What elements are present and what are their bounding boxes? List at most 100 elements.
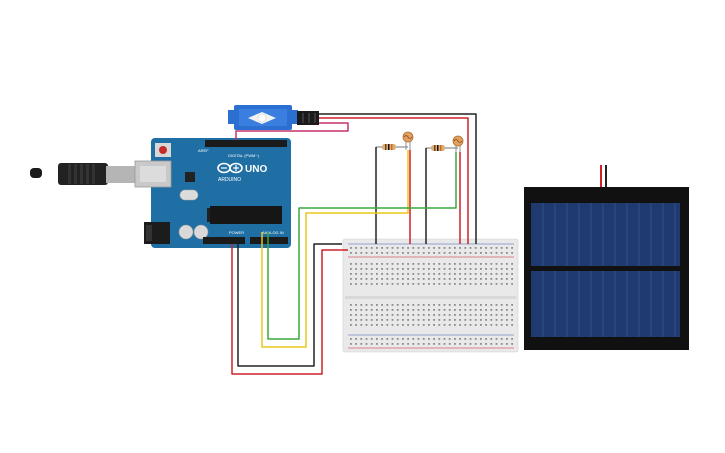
breadboard-hole xyxy=(422,304,425,306)
breadboard-hole xyxy=(454,324,456,326)
breadboard-hole xyxy=(459,252,461,254)
breadboard-hole xyxy=(428,319,430,321)
breadboard-hole xyxy=(448,304,451,306)
breadboard-hole xyxy=(459,278,461,280)
breadboard-hole xyxy=(396,309,399,311)
breadboard-hole xyxy=(402,319,404,321)
breadboard-hole xyxy=(386,319,389,321)
breadboard-hole xyxy=(370,309,373,311)
breadboard-hole xyxy=(464,304,467,306)
breadboard-hole xyxy=(495,252,498,254)
breadboard-hole xyxy=(407,343,409,345)
breadboard-hole xyxy=(417,263,420,265)
breadboard-hole xyxy=(495,304,498,306)
breadboard-hole xyxy=(443,252,446,254)
breadboard-hole xyxy=(396,319,399,321)
breadboard-hole xyxy=(464,283,467,285)
breadboard-hole xyxy=(355,278,357,280)
breadboard-hole xyxy=(438,309,441,311)
breadboard-hole xyxy=(360,319,363,321)
breadboard-hole xyxy=(480,283,482,285)
breadboard-hole xyxy=(459,324,461,326)
breadboard-hole xyxy=(464,263,467,265)
breadboard-hole xyxy=(511,263,513,265)
breadboard-hole xyxy=(511,283,513,285)
breadboard-hole xyxy=(396,278,399,280)
breadboard-hole xyxy=(443,314,446,316)
breadboard-hole xyxy=(443,278,446,280)
breadboard-hole xyxy=(485,263,487,265)
breadboard-hole xyxy=(506,263,508,265)
breadboard-hole xyxy=(365,283,368,285)
breadboard-hole xyxy=(490,304,493,306)
servo-motor xyxy=(228,105,298,130)
breadboard-hole xyxy=(407,283,409,285)
breadboard-hole xyxy=(490,309,493,311)
wire-ldr2-analog xyxy=(267,152,457,340)
breadboard-hole xyxy=(469,278,472,280)
breadboard-hole xyxy=(360,283,363,285)
breadboard-hole xyxy=(391,343,394,345)
breadboard-hole xyxy=(438,263,441,265)
breadboard-hole xyxy=(485,338,487,340)
breadboard-hole xyxy=(365,343,368,345)
breadboard-hole xyxy=(428,343,430,345)
breadboard-hole xyxy=(386,252,389,254)
breadboard-hole xyxy=(365,247,368,249)
breadboard-hole xyxy=(480,319,482,321)
breadboard-hole xyxy=(402,314,404,316)
breadboard-hole xyxy=(474,252,477,254)
breadboard-hole xyxy=(438,283,441,285)
wire-servo-signal xyxy=(235,122,349,140)
breadboard-hole xyxy=(454,263,456,265)
breadboard-hole xyxy=(474,278,477,280)
breadboard-hole xyxy=(402,343,404,345)
breadboard-hole xyxy=(350,314,352,316)
breadboard-hole xyxy=(506,304,508,306)
breadboard-hole xyxy=(386,338,389,340)
breadboard-hole xyxy=(376,263,378,265)
breadboard-hole xyxy=(433,304,435,306)
breadboard-hole xyxy=(490,278,493,280)
breadboard-hole xyxy=(391,338,394,340)
breadboard-hole xyxy=(391,309,394,311)
breadboard-hole xyxy=(459,314,461,316)
breadboard-hole xyxy=(511,343,513,345)
breadboard-hole xyxy=(495,319,498,321)
breadboard-hole xyxy=(433,309,435,311)
breadboard-hole xyxy=(381,268,383,270)
breadboard-hole xyxy=(443,283,446,285)
breadboard-hole xyxy=(443,319,446,321)
breadboard-hole xyxy=(386,268,389,270)
breadboard-hole xyxy=(459,247,461,249)
breadboard-hole xyxy=(365,278,368,280)
breadboard-hole xyxy=(448,343,451,345)
breadboard-hole xyxy=(469,252,472,254)
breadboard-hole xyxy=(448,252,451,254)
breadboard-hole xyxy=(391,268,394,270)
breadboard-hole xyxy=(370,319,373,321)
breadboard-hole xyxy=(438,314,441,316)
breadboard-hole xyxy=(490,252,493,254)
breadboard-hole xyxy=(464,252,467,254)
breadboard-hole xyxy=(443,263,446,265)
breadboard-hole xyxy=(469,309,472,311)
breadboard-hole xyxy=(376,319,378,321)
breadboard-hole xyxy=(464,278,467,280)
breadboard-hole xyxy=(480,273,482,275)
breadboard-hole xyxy=(396,314,399,316)
photoresistor-2 xyxy=(452,135,464,152)
breadboard-hole xyxy=(506,247,508,249)
breadboard-hole xyxy=(438,324,441,326)
breadboard-hole xyxy=(433,338,435,340)
breadboard-hole xyxy=(438,247,441,249)
breadboard-hole xyxy=(422,314,425,316)
breadboard-hole xyxy=(355,247,357,249)
breadboard-hole xyxy=(448,324,451,326)
breadboard-hole xyxy=(417,268,420,270)
breadboard-hole xyxy=(355,324,357,326)
breadboard-hole xyxy=(506,252,508,254)
breadboard-hole xyxy=(485,309,487,311)
breadboard-hole xyxy=(370,263,373,265)
breadboard-hole xyxy=(459,309,461,311)
